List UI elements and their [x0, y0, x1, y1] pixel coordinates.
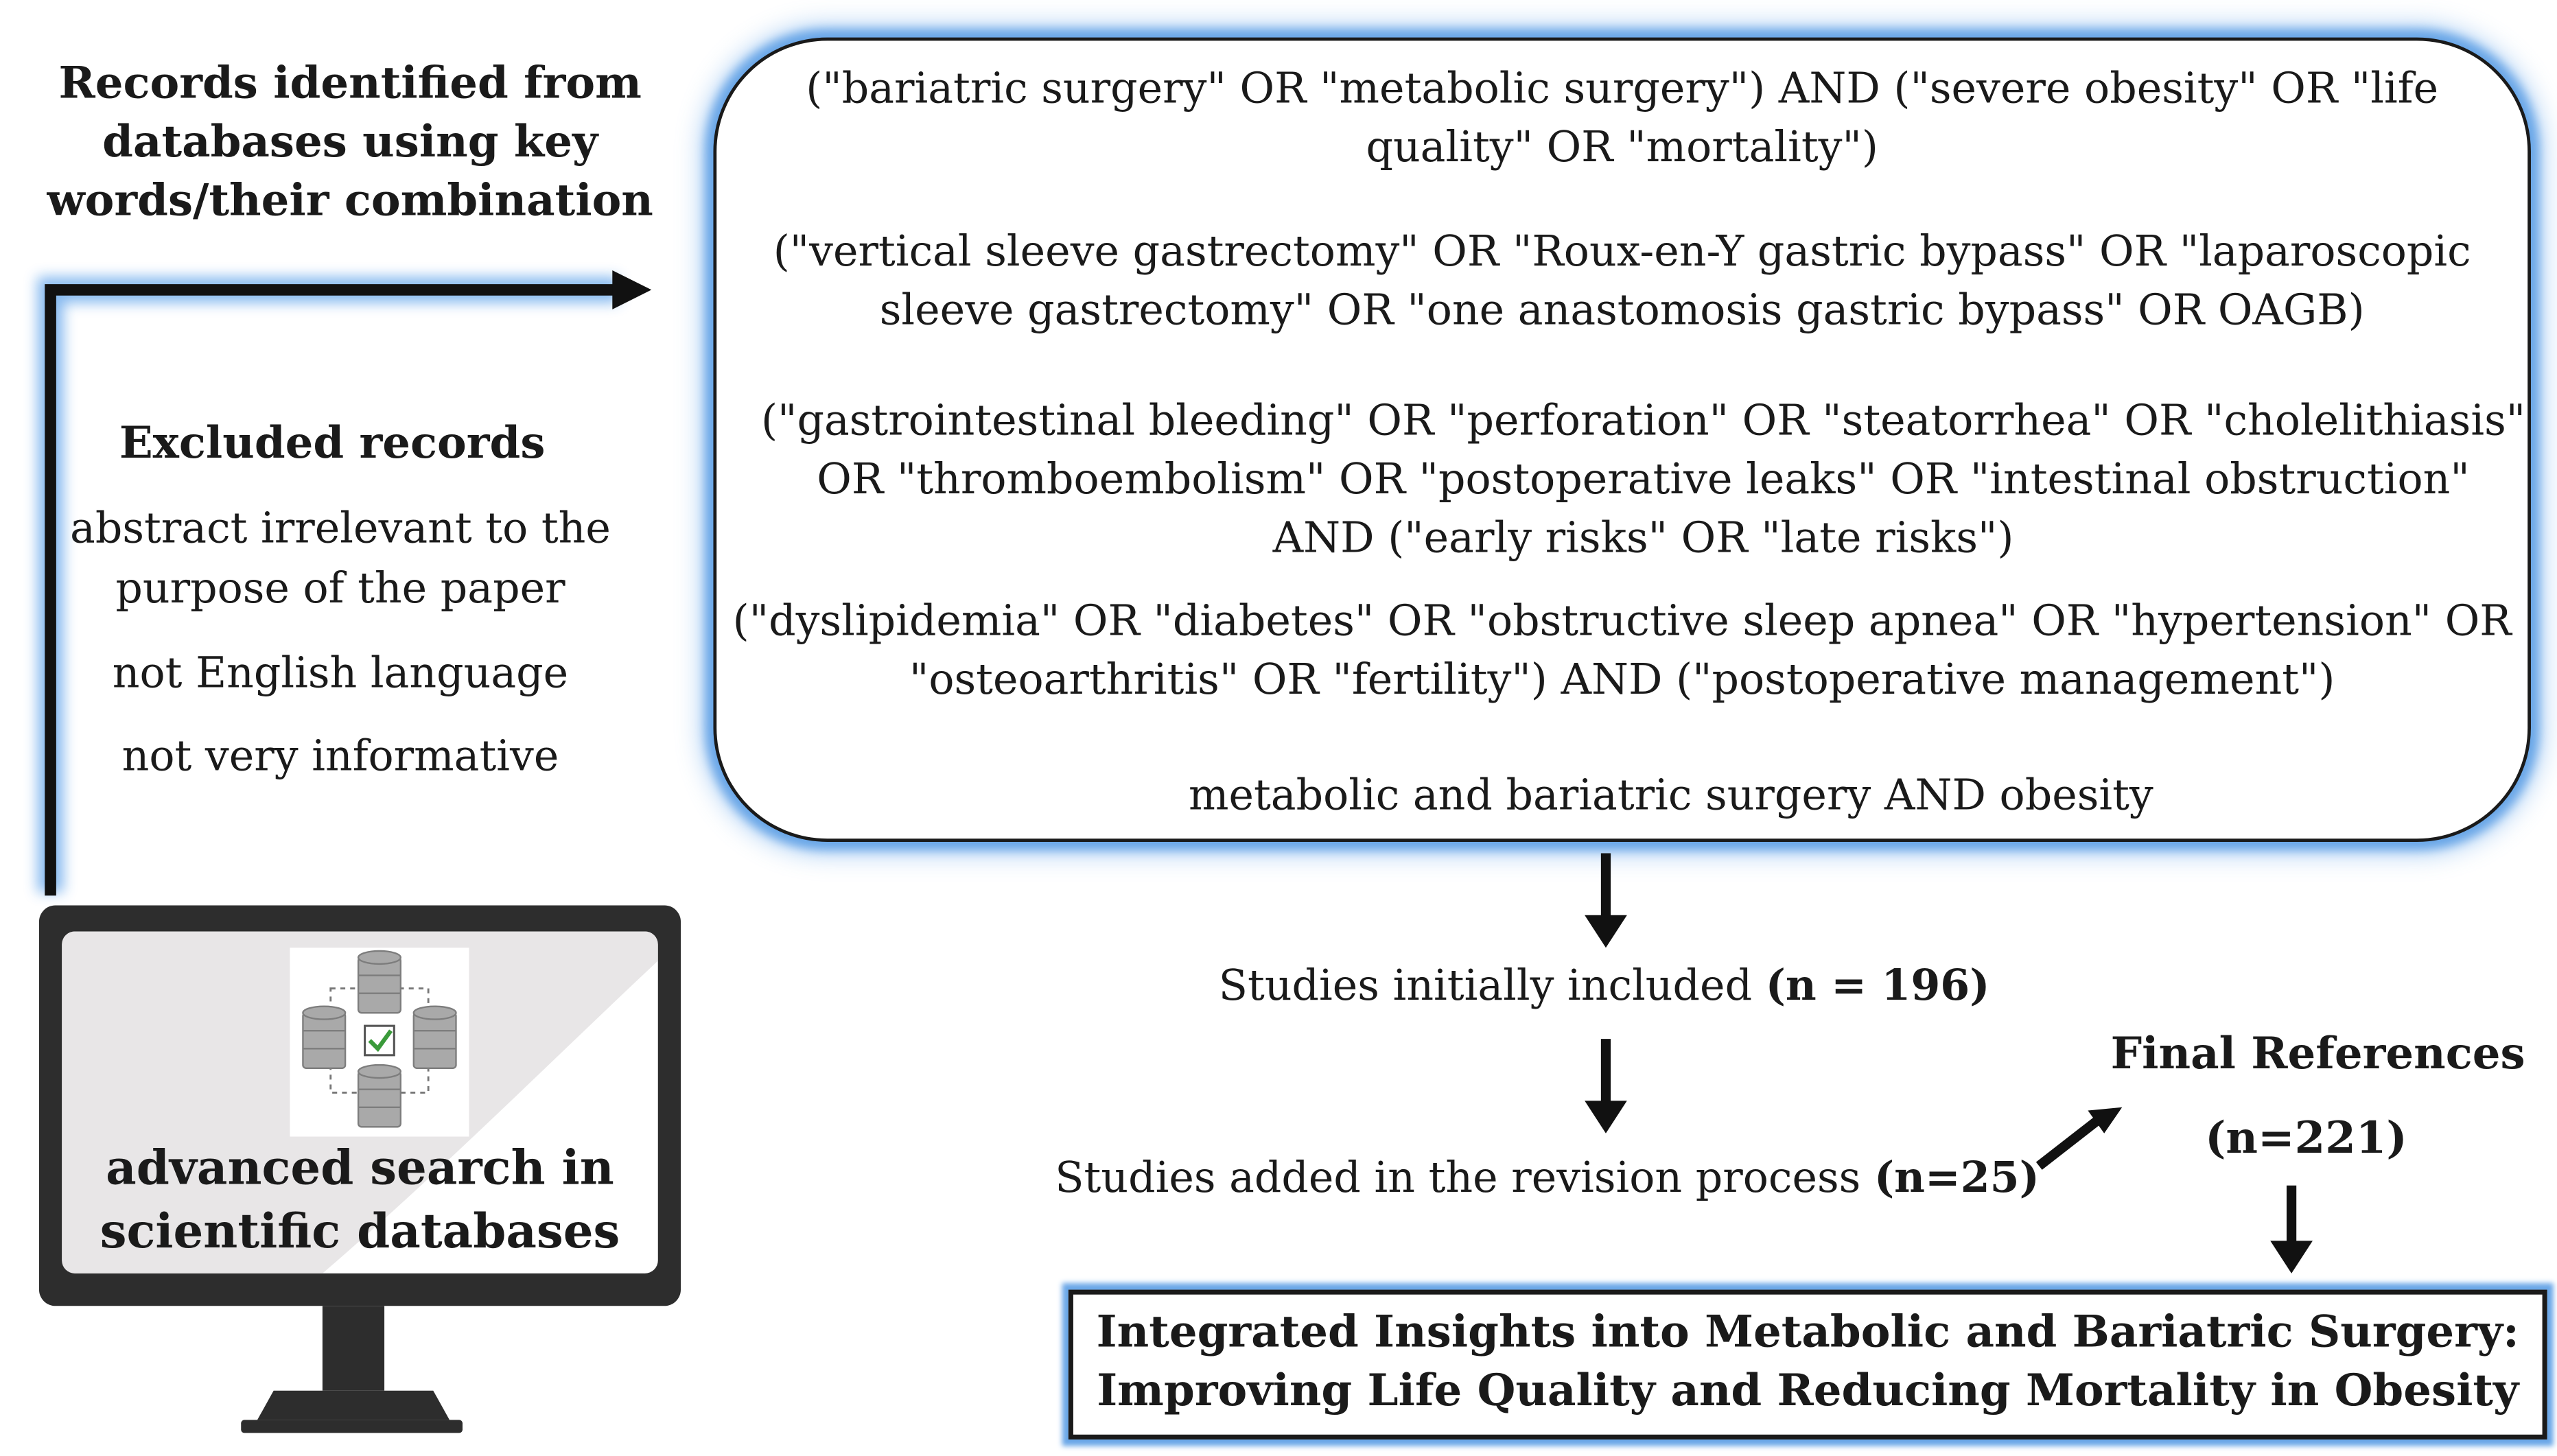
arrow-to-initial-head — [1585, 915, 1627, 948]
studies-added-revision: Studies added in the revision process (n… — [1042, 1149, 2052, 1208]
records-line-3: words/their combination — [47, 176, 653, 226]
result-title-box: Integrated Insights into Metabolic and B… — [1068, 1289, 2547, 1440]
records-identified-heading: Records identified from databases using … — [0, 56, 700, 231]
search-query-4-line-2: "osteoarthritis" OR "fertility") AND ("p… — [909, 656, 2335, 705]
final-references-title: Final References — [2110, 1029, 2525, 1080]
search-query-4-line-1: ("dyslipidemia" OR "diabetes" OR "obstru… — [732, 597, 2512, 647]
studies-initially-included: Studies initially included (n = 196) — [1140, 957, 2068, 1015]
final-references-count: (n=221) — [2205, 1114, 2407, 1164]
monitor-screen: advanced search in scientific databases — [62, 931, 658, 1273]
monitor-label-line-2: scientific databases — [100, 1203, 620, 1259]
result-title-line-2: Improving Life Quality and Reducing Mort… — [1097, 1366, 2519, 1417]
records-line-2: databases using key — [102, 117, 598, 168]
excluded-item-abstract-line-2: purpose of the paper — [115, 565, 565, 614]
studies-added-revision-count: (n=25) — [1873, 1154, 2040, 1203]
database-network-check-icon — [290, 948, 469, 1137]
arrow-to-search-box — [612, 270, 652, 309]
studies-initially-included-label: Studies initially included — [1218, 962, 1753, 1011]
search-query-3-line-2: OR "thromboembolism" OR "postoperative l… — [817, 456, 2470, 505]
search-terms-box: ("bariatric surgery" OR "metabolic surge… — [713, 37, 2531, 842]
arrow-to-revision-head — [1585, 1101, 1627, 1134]
search-query-3-line-3: AND ("early risks" OR "late risks") — [1272, 514, 2014, 564]
monitor: advanced search in scientific databases — [38, 905, 681, 1306]
main-flow-glow — [37, 277, 619, 893]
excluded-records-title: Excluded records — [119, 418, 546, 469]
arrow-to-final-shaft — [2035, 1116, 2101, 1170]
monitor-label: advanced search in scientific databases — [62, 1136, 658, 1263]
main-flow-connector — [45, 284, 616, 896]
search-query-5: metabolic and bariatric surgery AND obes… — [765, 767, 2557, 825]
excluded-item-informative: not very informative — [121, 732, 559, 782]
search-query-3: ("gastrointestinal bleeding" OR "perfora… — [738, 392, 2549, 568]
excluded-item-abstract: abstract irrelevant to the purpose of th… — [0, 500, 681, 621]
monitor-label-line-1: advanced search in — [106, 1140, 614, 1195]
excluded-item-language: not English language — [112, 649, 569, 699]
search-query-2-line-1: ("vertical sleeve gastrectomy" OR "Roux-… — [773, 228, 2471, 277]
search-query-1-line-2: quality" OR "mortality") — [1366, 124, 1878, 173]
search-query-2-line-2: sleeve gastrectomy" OR "one anastomosis … — [879, 286, 2365, 336]
search-query-2: ("vertical sleeve gastrectomy" OR "Roux-… — [716, 223, 2527, 340]
excluded-item-abstract-line-1: abstract irrelevant to the — [70, 504, 611, 554]
arrow-to-result-head — [2270, 1241, 2313, 1273]
search-query-5-line-1: metabolic and bariatric surgery AND obes… — [1188, 771, 2153, 821]
search-query-3-line-1: ("gastrointestinal bleeding" OR "perfora… — [760, 397, 2526, 447]
search-query-1: ("bariatric surgery" OR "metabolic surge… — [716, 60, 2527, 178]
studies-added-revision-label: Studies added in the revision process — [1055, 1154, 1861, 1203]
records-line-1: Records identified from — [58, 58, 642, 110]
search-query-4: ("dyslipidemia" OR "diabetes" OR "obstru… — [716, 593, 2527, 710]
result-title-line-1: Integrated Insights into Metabolic and B… — [1096, 1307, 2519, 1359]
monitor-stand — [241, 1306, 463, 1433]
studies-initially-included-count: (n = 196) — [1765, 962, 1990, 1011]
search-query-1-line-1: ("bariatric surgery" OR "metabolic surge… — [806, 64, 2439, 115]
arrow-to-final-head — [2088, 1107, 2123, 1134]
